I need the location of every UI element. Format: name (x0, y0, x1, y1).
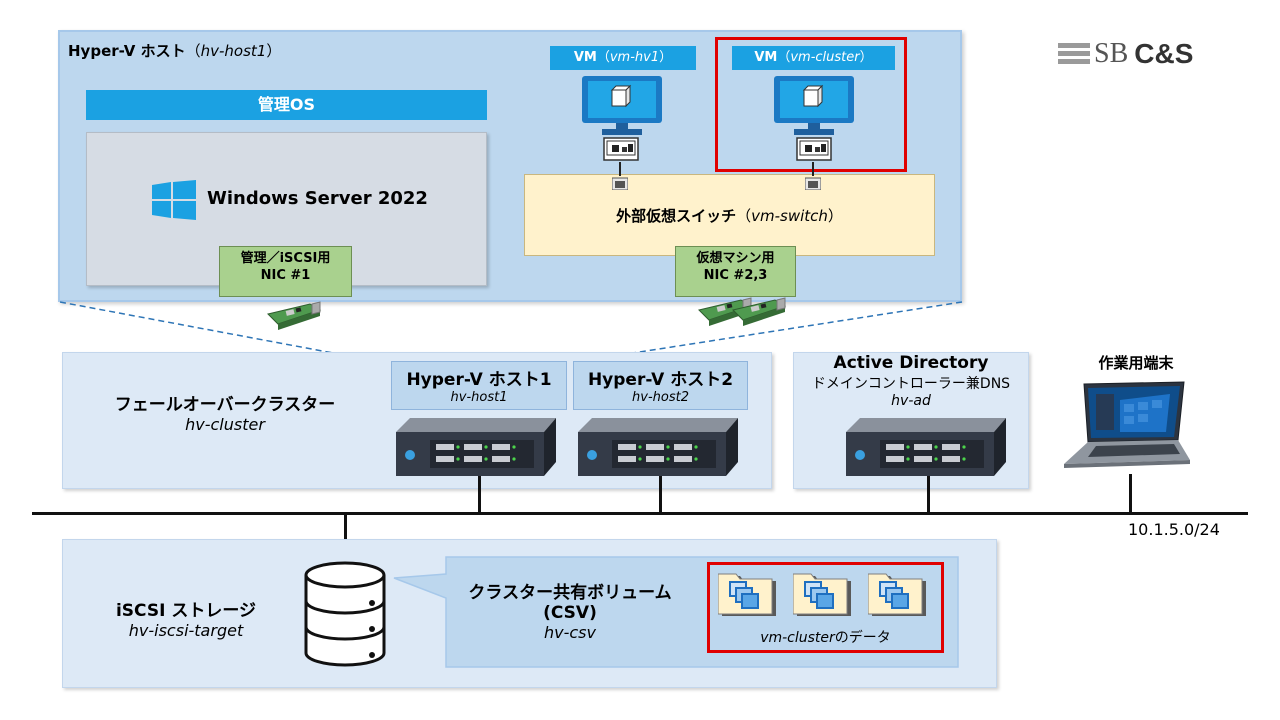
vm-data-folder-2-icon (793, 570, 855, 620)
nic23-label: 仮想マシン用 NIC #2,3 (675, 246, 796, 297)
network-backbone (32, 512, 1248, 515)
server-host2-icon (578, 418, 738, 476)
ad-title: Active Directory ドメインコントローラー兼DNS hv-ad (811, 353, 1011, 409)
drop-storage (344, 514, 347, 560)
vm-data-folder-1-icon (718, 570, 780, 620)
vm-hv1-port-icon (612, 176, 628, 190)
nic-card-icon (266, 300, 322, 334)
database-icon (302, 559, 388, 669)
mgmt-os-bar: 管理OS (86, 90, 487, 120)
windows-server-label: Windows Server 2022 (207, 188, 428, 209)
vm-hv1-cable (619, 162, 621, 176)
vm-cluster-monitor-icon (774, 76, 854, 136)
vm-cluster-data-highlight (707, 562, 944, 653)
server-ad-icon (846, 418, 1006, 476)
vm-cluster-label: VM（vm-cluster） (732, 46, 895, 70)
vm-hv1-vnic-icon (603, 137, 641, 163)
vm-cluster-vnic-icon (796, 137, 834, 163)
nic1-label: 管理／iSCSI用 NIC #1 (219, 246, 352, 297)
vm-cluster-cable (812, 162, 814, 176)
drop-host1 (478, 476, 481, 513)
hyperv-host1-box: Hyper-V ホスト1 hv-host1 (391, 361, 567, 410)
vm-hv1-label: VM（vm-hv1） (550, 46, 696, 70)
drop-terminal (1129, 474, 1132, 513)
hyperv-host1-title: Hyper-V ホスト（hv-host1） (68, 42, 282, 60)
vm-cluster-port-icon (805, 176, 821, 190)
hyperv-host2-box: Hyper-V ホスト2 hv-host2 (573, 361, 748, 410)
csv-title: クラスター共有ボリューム (CSV) hv-csv (468, 583, 672, 642)
subnet-label: 10.1.5.0/24 (1128, 520, 1220, 539)
drop-ad (927, 476, 930, 513)
storage-title: iSCSI ストレージ hv-iscsi-target (115, 601, 256, 640)
external-virtual-switch (524, 174, 935, 256)
terminal-label: 作業用端末 (1098, 354, 1174, 372)
windows-logo-icon (152, 180, 196, 220)
nic-card-3-icon (731, 296, 787, 330)
laptop-icon (1060, 380, 1190, 475)
vm-hv1-monitor-icon (582, 76, 662, 136)
cluster-title: フェールオーバークラスター hv-cluster (114, 395, 336, 434)
vm-cluster-data-label: vm-clusterのデータ (760, 630, 891, 646)
drop-host2 (659, 476, 662, 513)
vm-data-folder-3-icon (868, 570, 930, 620)
server-host1-icon (396, 418, 556, 476)
vm-cluster-highlight (715, 37, 907, 172)
logo-mark-icon (1058, 43, 1090, 64)
sb-cs-logo: SB C&S (1058, 38, 1193, 70)
virtual-switch-label: 外部仮想スイッチ（vm-switch） (616, 207, 843, 225)
